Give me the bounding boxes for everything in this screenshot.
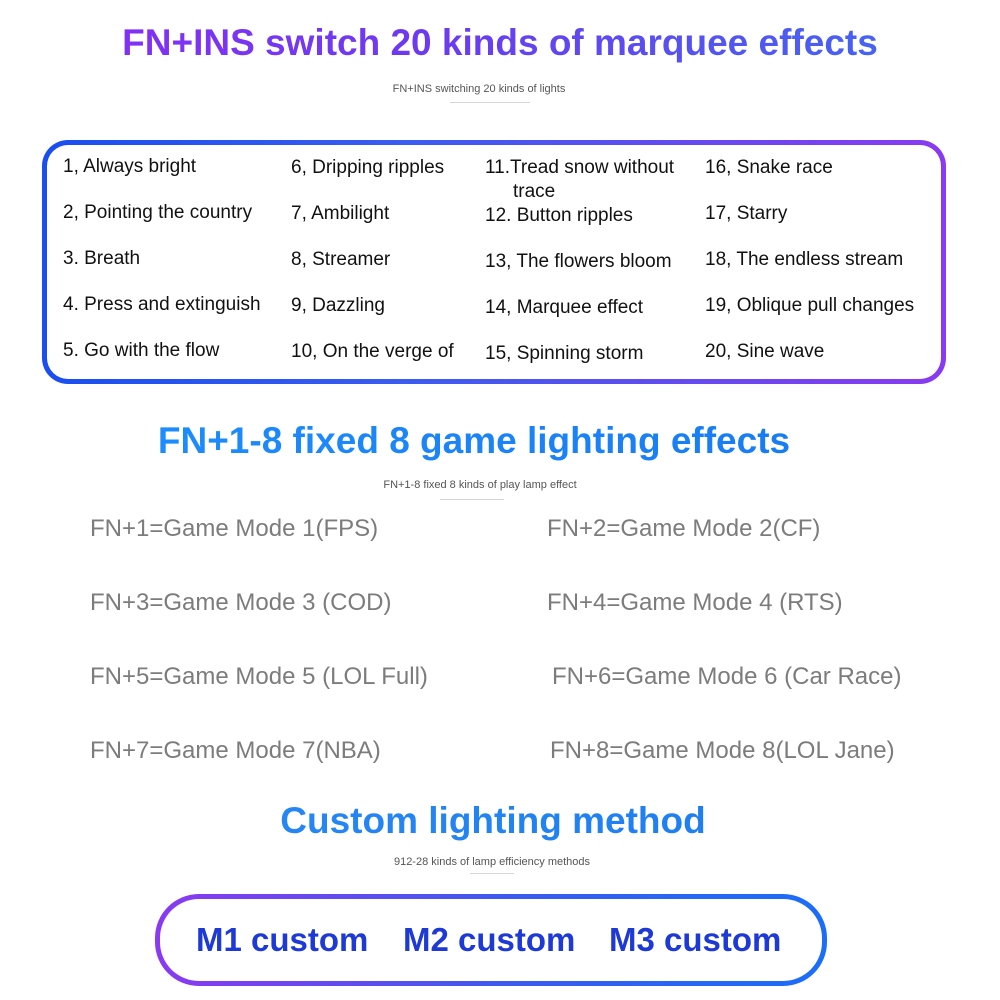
effect-item: 9, Dazzling	[291, 295, 385, 316]
effect-item: 6, Dripping ripples	[291, 157, 445, 178]
subtitle-divider	[470, 873, 514, 874]
game-mode-item: FN+2=Game Mode 2(CF)	[547, 515, 821, 542]
game-mode-item: FN+8=Game Mode 8(LOL Jane)	[550, 737, 895, 764]
effect-item: 8, Streamer	[291, 249, 391, 270]
custom-lighting-subtitle: 912-28 kinds of lamp efficiency methods	[393, 856, 591, 868]
game-lighting-subtitle: FN+1-8 fixed 8 kinds of play lamp effect	[383, 479, 577, 491]
game-mode-item: FN+6=Game Mode 6 (Car Race)	[552, 663, 902, 690]
custom-mode-m1: M1 custom	[196, 921, 369, 958]
effect-item: 2, Pointing the country	[63, 202, 253, 223]
game-mode-item: FN+1=Game Mode 1(FPS)	[90, 515, 379, 542]
effect-item: 11.Tread snow without	[485, 157, 675, 178]
game-mode-item: FN+7=Game Mode 7(NBA)	[90, 737, 381, 764]
game-mode-item: FN+3=Game Mode 3 (COD)	[90, 589, 392, 616]
game-mode-item: FN+5=Game Mode 5 (LOL Full)	[90, 663, 428, 690]
custom-modes-list: M1 custom M2 custom M3 custom	[160, 899, 822, 981]
effect-item: 19, Oblique pull changes	[705, 295, 915, 316]
game-lighting-title: FN+1-8 fixed 8 game lighting effects	[0, 420, 974, 462]
effect-item: 18, The endless stream	[705, 249, 904, 270]
effect-item: 4. Press and extinguish	[63, 294, 261, 315]
custom-mode-m2: M2 custom	[403, 921, 576, 958]
effect-item: 1, Always bright	[63, 156, 197, 177]
marquee-effects-subtitle: FN+INS switching 20 kinds of lights	[392, 83, 566, 95]
effect-item: 7, Ambilight	[291, 203, 390, 224]
effect-item: 10, On the verge of	[291, 341, 454, 362]
effect-item: 12. Button ripples	[485, 205, 633, 226]
marquee-effects-panel: 1, Always bright 2, Pointing the country…	[42, 140, 946, 384]
effect-item: 3. Breath	[63, 248, 141, 269]
subtitle-divider	[450, 102, 530, 103]
custom-lighting-title: Custom lighting method	[0, 800, 993, 842]
effect-item: 17, Starry	[705, 203, 788, 224]
marquee-effects-list: 1, Always bright 2, Pointing the country…	[47, 145, 941, 379]
subtitle-divider	[440, 499, 504, 500]
marquee-effects-title: FN+INS switch 20 kinds of marquee effect…	[0, 22, 1000, 64]
effect-item: 20, Sine wave	[705, 341, 825, 362]
custom-mode-m3: M3 custom	[609, 921, 782, 958]
effect-item: 5. Go with the flow	[63, 340, 220, 361]
effect-item: 16, Snake race	[705, 157, 833, 178]
game-mode-item: FN+4=Game Mode 4 (RTS)	[547, 589, 843, 616]
effect-item: 14, Marquee effect	[485, 297, 644, 318]
effect-item: 15, Spinning storm	[485, 343, 644, 364]
effect-item: 13, The flowers bloom	[485, 251, 672, 272]
effect-item-continuation: trace	[513, 181, 556, 202]
custom-modes-panel: M1 custom M2 custom M3 custom	[155, 894, 827, 986]
